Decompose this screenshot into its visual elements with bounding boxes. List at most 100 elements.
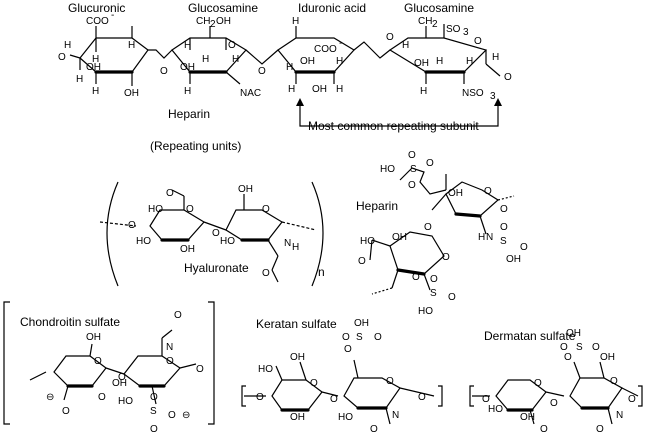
chondroitin-o-ring2: O	[166, 356, 174, 367]
chondroitin-o-s1: O	[150, 392, 158, 403]
chondroitin-o-s2: O	[168, 410, 176, 421]
keratan-oh-top: OH	[290, 352, 305, 363]
glucosamine1-h-bottom: H	[184, 86, 191, 97]
chondroitin-bracket-left	[3, 301, 10, 425]
common-subunit-callout: Most common repeating subunit	[296, 98, 502, 133]
glycosidic-link-3	[353, 41, 391, 59]
dermatan-o-link: O	[550, 398, 558, 409]
dermatan-oh-s: OH	[566, 328, 581, 339]
dermatan-o-ring1: O	[534, 378, 542, 389]
chondroitin-nh: N	[166, 342, 173, 353]
glucosamine1-h-mid: H	[202, 54, 209, 65]
heparin-o-top3: O	[426, 158, 434, 169]
chondroitin-bracket-right	[208, 301, 215, 425]
iduronic-coo-charge: -	[339, 38, 342, 49]
dermatan-o-sulfate: O	[564, 352, 572, 363]
keratan-ho-2: HO	[338, 412, 353, 423]
chondroitin-s: S	[150, 406, 157, 417]
dermatan-structure	[469, 361, 643, 425]
label-iduronic-acid: Iduronic acid	[298, 1, 366, 15]
hyaluronate-o-acetyl: O	[262, 268, 270, 279]
keratan-oh-1: OH	[290, 412, 305, 423]
dermatan-o-ring2: O	[610, 376, 618, 387]
chondroitin-oh-1: OH	[112, 378, 127, 389]
link3-o: O	[386, 32, 394, 43]
iduronic-h-right: H	[336, 56, 343, 67]
dermatan-o-carboxyl: O	[540, 424, 548, 435]
glucosamine2-h-bottom: H	[420, 86, 427, 97]
chondroitin-o-carboxyl: O	[62, 406, 70, 417]
glucosamine1-oh-tail: OH	[216, 16, 231, 27]
heparin-s-bottom: S	[430, 288, 437, 299]
keratan-o-acetyl: O	[370, 424, 378, 435]
heparin-o-sulfate: O	[412, 272, 420, 283]
keratan-bracket-left	[241, 385, 246, 407]
iduronic-oh-bottom: OH	[312, 84, 327, 95]
keratan-label: Keratan sulfate	[256, 317, 337, 331]
glucuronic-h-up: H	[92, 54, 99, 65]
chondroitin-minus-1: ⊖	[46, 392, 54, 403]
glucosamine2-h-right: H	[466, 56, 473, 67]
iduronic-h-bottom: H	[336, 84, 343, 95]
hyaluronate-o-link: O	[212, 228, 220, 239]
chondroitin-o-acetyl: O	[174, 310, 182, 321]
keratan-o-ring1: O	[310, 378, 318, 389]
keratan-ho: HO	[258, 364, 273, 375]
glucosamine2-oh: OH	[414, 58, 429, 69]
hyaluronate-o-carboxyl: O	[166, 188, 174, 199]
hyaluronate-o-ring1: O	[186, 204, 194, 215]
heparin-structure	[369, 167, 515, 295]
dermatan-o-s1: O	[560, 342, 568, 353]
glucuronic-o-left: O	[58, 52, 66, 63]
heparin-s-mid: S	[500, 236, 507, 247]
keratan-o-s2: O	[374, 332, 382, 343]
heparin-o-ring1: O	[484, 186, 492, 197]
glucosamine1-ch2: CH	[196, 16, 210, 27]
glucuronic-oh: OH	[86, 62, 101, 73]
chondroitin-o-s3: O	[150, 424, 158, 435]
glucosamine1-o: O	[228, 40, 236, 51]
dermatan-oh: OH	[520, 412, 535, 423]
chondroitin-oh-top: OH	[86, 332, 101, 343]
glucuronic-h-low: H	[76, 74, 83, 85]
keratan-nh: N	[392, 410, 399, 421]
chondroitin-o-link: O	[118, 372, 126, 383]
keratan-o-end: O	[418, 392, 426, 403]
dermatan-s: S	[576, 342, 583, 353]
chondroitin-o-end: O	[196, 364, 204, 375]
heparin-oh-mid: OH	[506, 254, 521, 265]
glycosidic-link-1	[148, 49, 173, 59]
dermatan-o-s2: O	[592, 342, 600, 353]
chondroitin-ho: HO	[118, 396, 133, 407]
dermatan-label: Dermatan sulfate	[484, 329, 576, 343]
heparin-o-bot2: O	[448, 292, 456, 303]
hyaluronate-ho-carboxyl: HO	[148, 204, 163, 215]
iduronic-h-top: H	[292, 16, 299, 27]
glucosamine2-so3-sub: 3	[463, 27, 469, 38]
hyaluronate-ho-2: HO	[220, 236, 235, 247]
repeating-units-subtitle: (Repeating units)	[150, 139, 241, 153]
glucosamine2-nso3-sub: 3	[490, 91, 496, 102]
hyaluronate-nh: N	[284, 238, 291, 249]
glucosamine1-nac: NAC	[240, 88, 261, 99]
hyaluronate-repeat-n: n	[318, 265, 325, 279]
glucosamine2-o-end: O	[504, 72, 512, 83]
keratan-oh-s: OH	[354, 318, 369, 329]
glucosamine2-ch2: CH	[418, 16, 432, 27]
keratan-o-ring2: O	[386, 376, 394, 387]
dermatan-nh: N	[616, 410, 623, 421]
heparin-s-top: S	[410, 164, 417, 175]
glucosamine2-h-left: H	[402, 40, 409, 51]
heparin-o-end: O	[500, 204, 508, 215]
glucuronic-coo: COO	[86, 16, 109, 27]
link2-o: O	[258, 66, 266, 77]
iduronic-h-low: H	[288, 84, 295, 95]
heparin-title: Heparin	[168, 107, 210, 121]
label-glucuronic: Glucuronic	[68, 1, 125, 15]
glucuronic-h-right: H	[128, 40, 135, 51]
glucosamine2-h-end: H	[492, 52, 499, 63]
hyaluronate-oh-1: OH	[180, 244, 195, 255]
heparin-repeating-units: Glucuronic Glucosamine Iduronic acid Glu…	[58, 1, 512, 153]
heparin-o-link: O	[424, 222, 432, 233]
chondroitin-minus-2: ⊖	[182, 410, 190, 421]
